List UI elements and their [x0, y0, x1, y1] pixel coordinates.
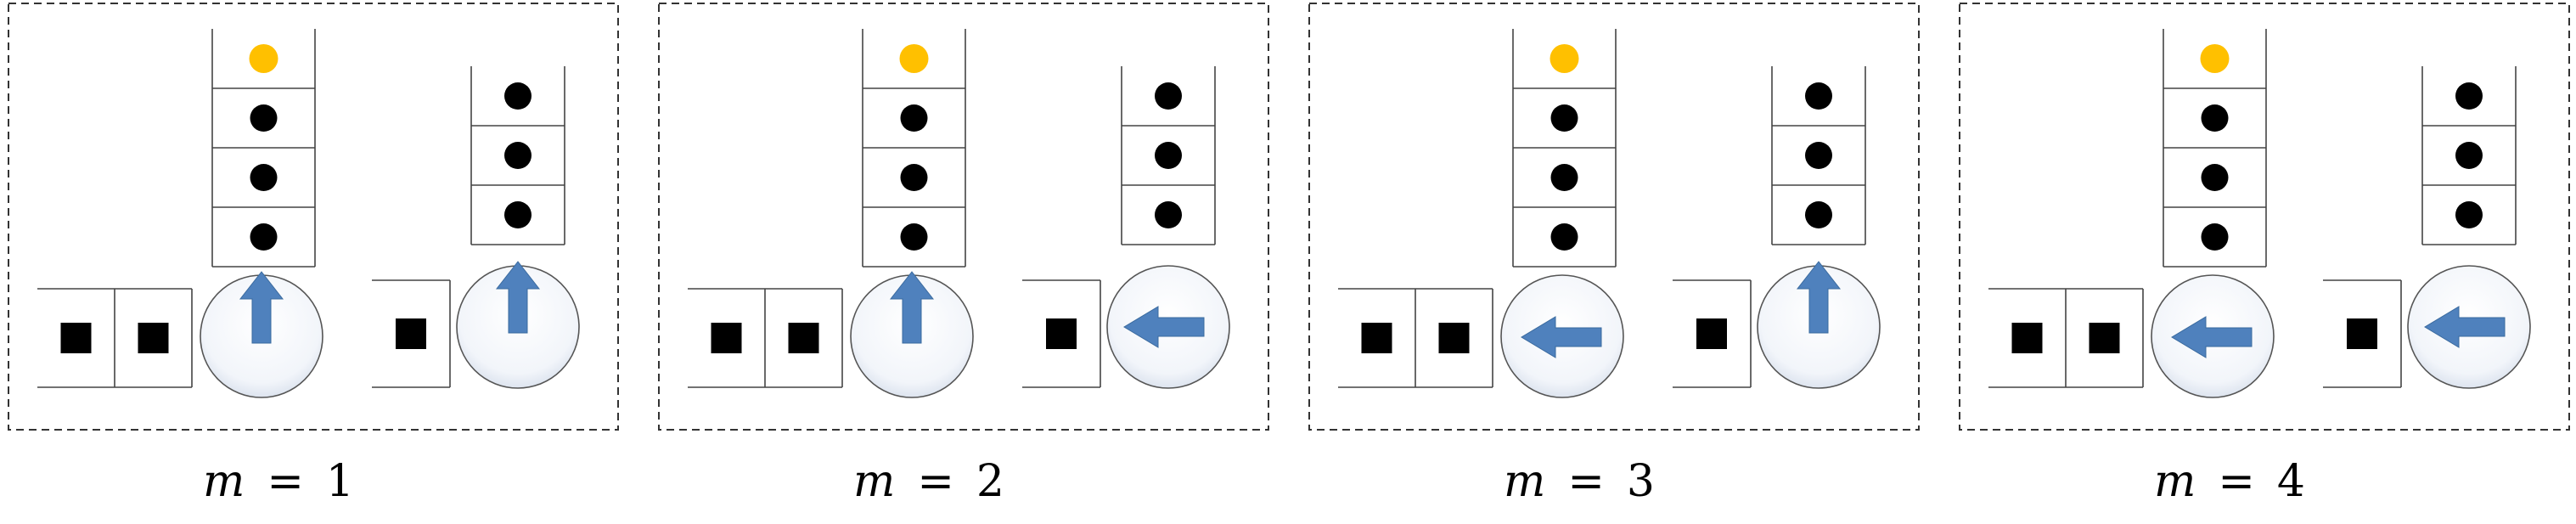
vertical-queue-a	[862, 29, 966, 268]
vertical-queue-b	[2421, 66, 2517, 245]
queue-token-icon	[2455, 82, 2483, 110]
arrow-up-icon	[889, 271, 935, 344]
horizontal-queue-a	[37, 288, 193, 388]
queue-token-icon	[1805, 142, 1832, 169]
queue-token-icon	[1550, 104, 1578, 132]
label-equals: =	[2218, 456, 2255, 507]
vertical-queue-a	[1512, 29, 1617, 268]
queue-token-icon	[1155, 82, 1182, 110]
panel-frame	[1308, 3, 1920, 431]
queue-token-icon	[900, 104, 928, 132]
vehicle-square-icon	[2089, 323, 2120, 353]
panel-label: m = 2	[853, 456, 1004, 507]
label-value: 4	[2277, 456, 2305, 507]
queue-token-icon	[250, 164, 278, 191]
panel-label: m = 1	[203, 456, 354, 507]
horizontal-queue-b	[1673, 279, 1752, 388]
label-value: 3	[1627, 456, 1655, 507]
panel-frame	[658, 3, 1269, 431]
label-value: 1	[326, 456, 354, 507]
panel-m-3: m = 3	[1308, 3, 1920, 507]
queue-token-icon	[1155, 201, 1182, 228]
arrow-up-icon	[495, 261, 541, 334]
label-variable: m	[203, 456, 245, 507]
panel-frame	[8, 3, 619, 431]
highlighted-token-icon	[2200, 44, 2230, 73]
panel-m-4: m = 4	[1959, 3, 2570, 507]
queue-token-icon	[2201, 223, 2229, 251]
queue-token-icon	[2201, 104, 2229, 132]
label-equals: =	[1567, 456, 1605, 507]
highlighted-token-icon	[249, 44, 278, 73]
horizontal-queue-a	[1988, 288, 2144, 388]
label-equals: =	[917, 456, 954, 507]
vertical-queue-a	[211, 29, 316, 268]
vehicle-square-icon	[2347, 318, 2377, 349]
vertical-queue-b	[470, 66, 565, 245]
arrow-left-icon	[2171, 316, 2253, 358]
vehicle-square-icon	[1361, 323, 1392, 353]
queue-token-icon	[2201, 164, 2229, 191]
queue-token-icon	[504, 142, 532, 169]
vehicle-square-icon	[1438, 323, 1470, 353]
label-value: 2	[976, 456, 1004, 507]
arrow-left-icon	[1123, 306, 1205, 348]
arrow-up-icon	[1796, 261, 1842, 334]
vehicle-square-icon	[60, 323, 92, 353]
highlighted-token-icon	[1550, 44, 1579, 73]
queue-token-icon	[504, 82, 532, 110]
vertical-queue-b	[1121, 66, 1216, 245]
queue-token-icon	[1155, 142, 1182, 169]
label-variable: m	[2154, 456, 2196, 507]
queue-token-icon	[1550, 164, 1578, 191]
horizontal-queue-a	[688, 288, 843, 388]
highlighted-token-icon	[899, 44, 929, 73]
panel-m-1: m = 1	[8, 3, 619, 507]
horizontal-queue-b	[372, 279, 451, 388]
panel-m-2: m = 2	[658, 3, 1269, 507]
queue-token-icon	[504, 201, 532, 228]
horizontal-queue-b	[1022, 279, 1101, 388]
queue-token-icon	[2455, 142, 2483, 169]
vertical-queue-a	[2163, 29, 2267, 268]
arrow-left-icon	[2424, 306, 2506, 348]
vehicle-square-icon	[711, 323, 742, 353]
vehicle-square-icon	[788, 323, 819, 353]
panel-label: m = 4	[2154, 456, 2305, 507]
vehicle-square-icon	[138, 323, 169, 353]
horizontal-queue-b	[2323, 279, 2402, 388]
queue-token-icon	[900, 223, 928, 251]
queue-token-icon	[1805, 82, 1832, 110]
vehicle-square-icon	[2011, 323, 2043, 353]
vehicle-square-icon	[396, 318, 426, 349]
arrow-up-icon	[239, 271, 284, 344]
panel-label: m = 3	[1504, 456, 1655, 507]
horizontal-queue-a	[1338, 288, 1493, 388]
queue-token-icon	[1805, 201, 1832, 228]
queue-token-icon	[250, 104, 278, 132]
label-equals: =	[267, 456, 304, 507]
queue-token-icon	[250, 223, 278, 251]
vertical-queue-b	[1771, 66, 1866, 245]
label-variable: m	[853, 456, 895, 507]
arrow-left-icon	[1521, 316, 1602, 358]
label-variable: m	[1504, 456, 1545, 507]
vehicle-square-icon	[1696, 318, 1727, 349]
queue-token-icon	[900, 164, 928, 191]
queue-token-icon	[1550, 223, 1578, 251]
panel-frame	[1959, 3, 2570, 431]
queue-token-icon	[2455, 201, 2483, 228]
vehicle-square-icon	[1046, 318, 1077, 349]
